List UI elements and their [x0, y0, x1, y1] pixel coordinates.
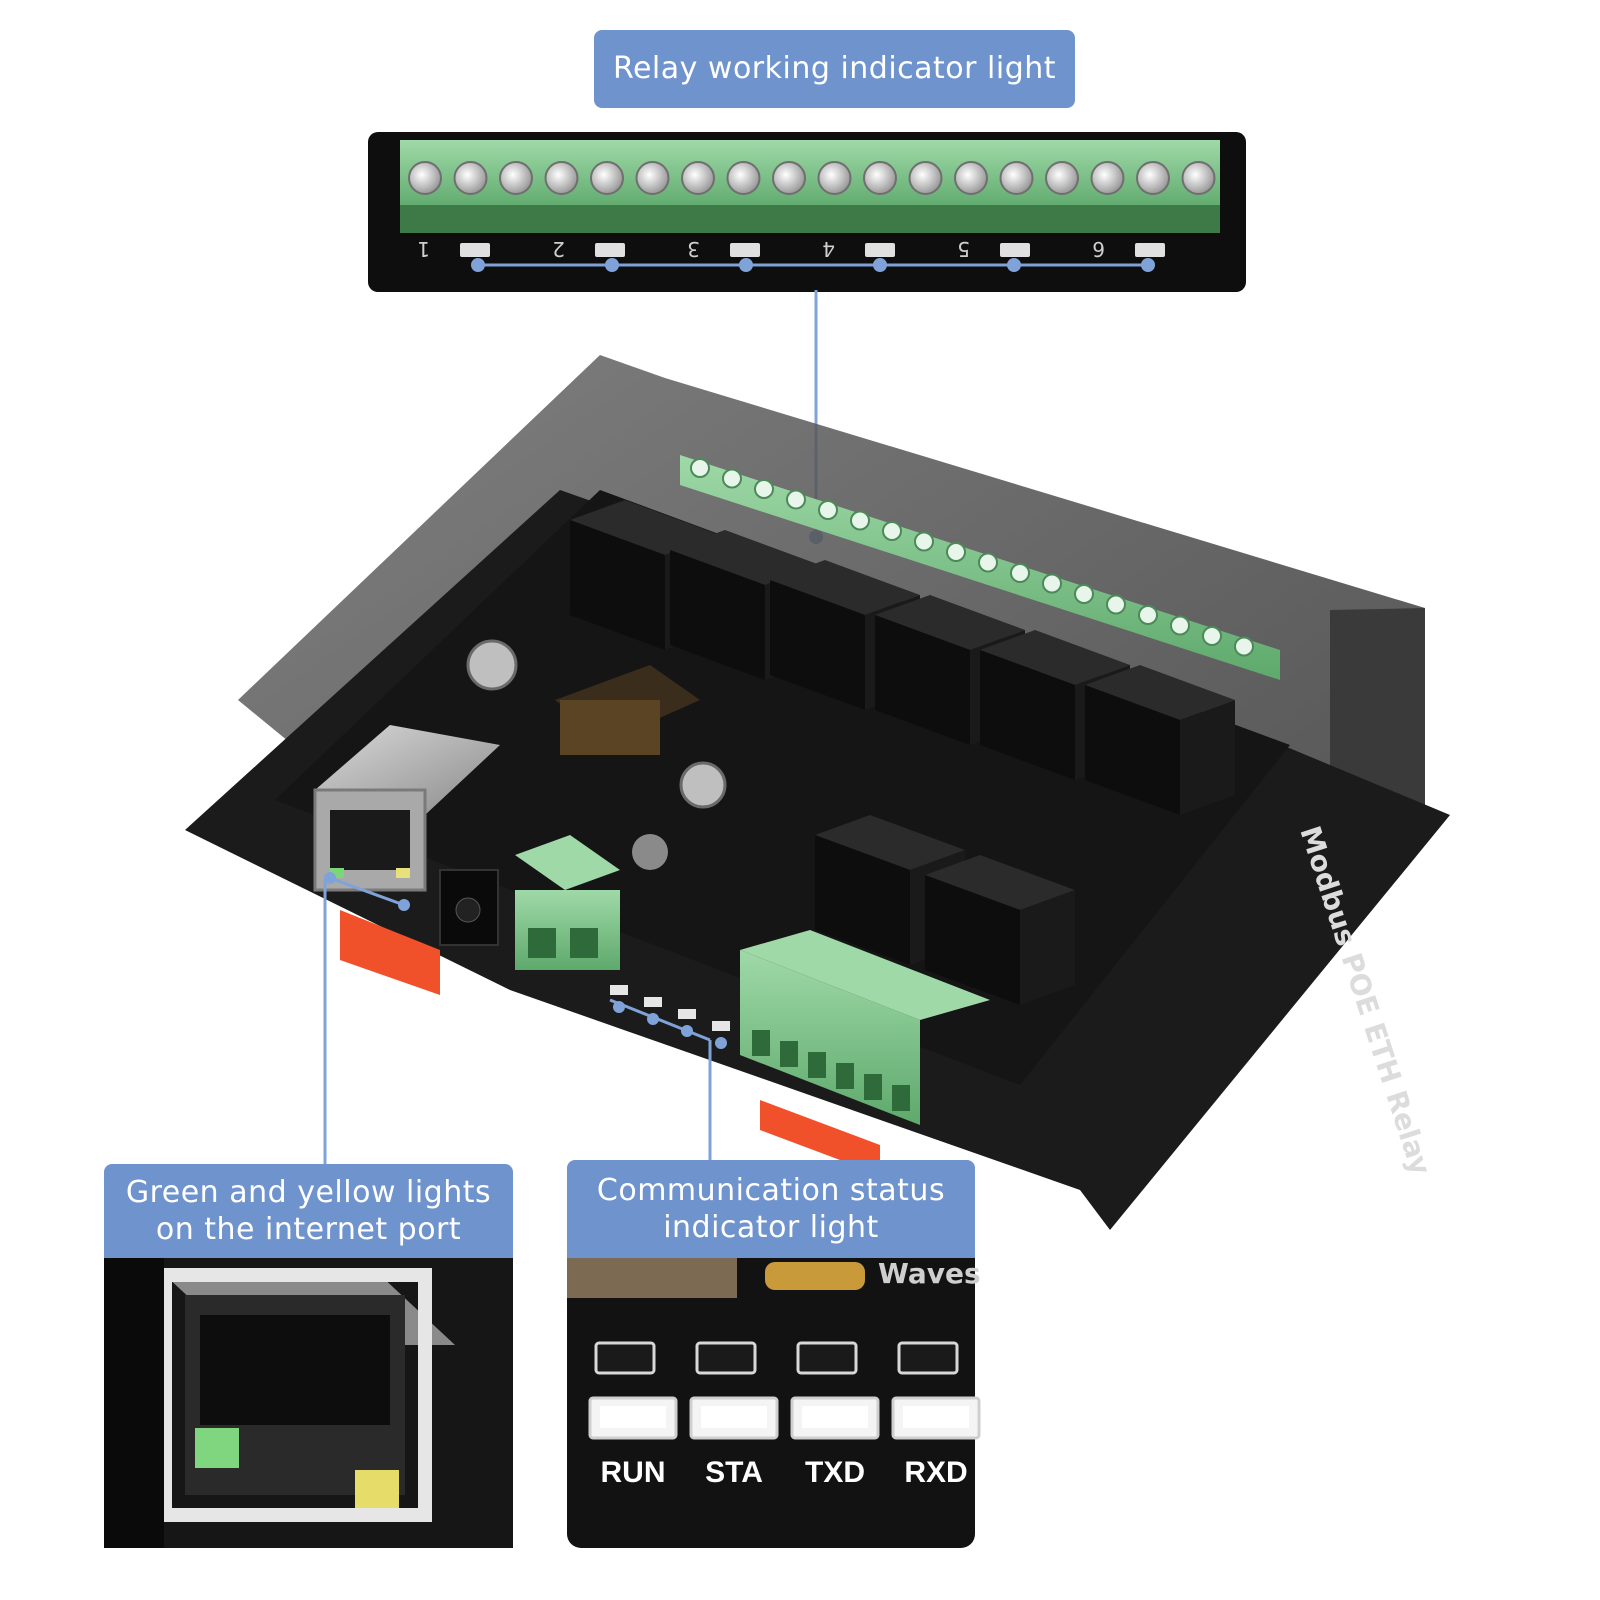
comm-status-callout: Communication status indicator light: [567, 1160, 975, 1258]
terminal-screw: [954, 161, 988, 195]
terminal-screw: [786, 489, 806, 510]
terminal-screw: [590, 161, 624, 195]
internet-port-zoom: [104, 1258, 513, 1548]
zoom-status-leds: RUN STA TXD RXD: [588, 1341, 981, 1489]
terminal-screw: [635, 161, 670, 195]
terminal-screw: [850, 510, 870, 531]
relay-led: [865, 243, 895, 257]
comm-status-label-line2: indicator light: [663, 1210, 879, 1245]
terminal-pin: [808, 1052, 826, 1078]
terminal-screw: [1045, 161, 1079, 195]
terminal-pin: [836, 1063, 854, 1089]
status-led-label: TXD: [805, 1456, 865, 1489]
terminal-screw: [1170, 615, 1190, 636]
terminal-pin: [752, 1030, 770, 1056]
terminal-screw: [690, 458, 710, 478]
relay-indicator-label: Relay working indicator light: [612, 51, 1057, 86]
relay-modules: [570, 500, 1235, 1005]
terminal-screw: [408, 161, 442, 195]
terminal-screw: [817, 161, 852, 195]
terminal-screw: [1234, 636, 1254, 657]
terminal-screw: [863, 161, 897, 195]
relay-led-markers: [471, 258, 1155, 272]
relay-led-marker: [739, 258, 753, 272]
relay: [925, 855, 1075, 1005]
comm-status-label-line1: Communication status: [596, 1173, 946, 1208]
terminal-screw: [544, 161, 579, 195]
terminal-screw: [818, 500, 838, 520]
terminal-screw: [681, 161, 715, 195]
relay-channel-numbers: 1 2 3 4 5 6: [417, 237, 1165, 261]
terminal-screw: [1010, 563, 1030, 583]
relay-led-marker: [873, 258, 887, 272]
relay-indicator-callout: Relay working indicator light: [594, 30, 1075, 108]
comm-status-zoom: Waves RUN STA TXD RXD: [567, 1257, 981, 1548]
terminal-screw: [1074, 584, 1094, 604]
terminal-screw: [1090, 161, 1125, 195]
status-led: [678, 1009, 696, 1019]
status-led-label: RUN: [601, 1456, 666, 1489]
terminal-screw: [722, 468, 742, 489]
status-led: [610, 985, 628, 995]
relay-terminal-zoom: 1 2 3 4 5 6: [368, 132, 1246, 292]
relay-led: [595, 243, 625, 257]
terminal-screw: [1138, 605, 1158, 625]
terminal-screw: [978, 552, 998, 573]
status-led-marker: [715, 1037, 727, 1049]
terminal-screw: [1181, 161, 1216, 195]
status-led-sta: STA: [689, 1341, 779, 1489]
relay-led: [1000, 243, 1030, 257]
relay-led: [460, 243, 490, 257]
terminal-screw: [1136, 161, 1170, 195]
relay-led-marker: [605, 258, 619, 272]
terminal-screw: [499, 161, 533, 195]
relay-led: [730, 243, 760, 257]
status-led-label: RXD: [904, 1456, 967, 1489]
terminal-screw: [946, 542, 966, 562]
terminal-screw: [772, 161, 806, 195]
status-led: [644, 997, 662, 1007]
status-led-run: RUN: [588, 1341, 678, 1489]
terminal-screw: [754, 479, 774, 499]
terminal-screw: [453, 161, 488, 195]
relay-board-device: Modbus POE ETH Relay: [185, 355, 1450, 1230]
terminal-screw: [1106, 594, 1126, 615]
relay-led-marker: [471, 258, 485, 272]
terminal-screw: [882, 521, 902, 541]
relay-channel-number: 4: [822, 237, 835, 261]
relay-led: [1135, 243, 1165, 257]
front-terminal-pins: [752, 1030, 910, 1111]
relay-channel-number: 5: [957, 237, 970, 261]
relay-channel-number: 3: [687, 237, 700, 261]
relay-led-marker: [1007, 258, 1021, 272]
terminal-pin: [892, 1085, 910, 1111]
relay: [1085, 665, 1235, 815]
relay-channel-number: 2: [552, 237, 565, 261]
internet-port-callout: Green and yellow lights on the internet …: [104, 1164, 513, 1258]
terminal-screw: [999, 161, 1034, 195]
terminal-screw: [1042, 573, 1062, 594]
relay-channel-number: 6: [1092, 237, 1105, 261]
terminal-pin: [780, 1041, 798, 1067]
internet-port-label-line1: Green and yellow lights: [125, 1175, 492, 1210]
relay-led-marker: [1141, 258, 1155, 272]
status-led-txd: TXD: [790, 1341, 880, 1489]
status-led-rxd: RXD: [891, 1341, 981, 1489]
terminal-screw: [726, 161, 761, 195]
terminal-screws: [408, 161, 1216, 195]
brand-fragment: Waves: [878, 1257, 981, 1290]
internet-port-label-line2: on the internet port: [155, 1212, 462, 1247]
terminal-pin: [864, 1074, 882, 1100]
back-terminal-screws: [690, 458, 1254, 657]
relay-channel-number: 1: [417, 237, 430, 261]
status-led: [712, 1021, 730, 1031]
terminal-screw: [1202, 626, 1222, 646]
terminal-screw: [914, 531, 934, 552]
status-led-label: STA: [705, 1456, 763, 1489]
terminal-screw: [908, 161, 943, 195]
